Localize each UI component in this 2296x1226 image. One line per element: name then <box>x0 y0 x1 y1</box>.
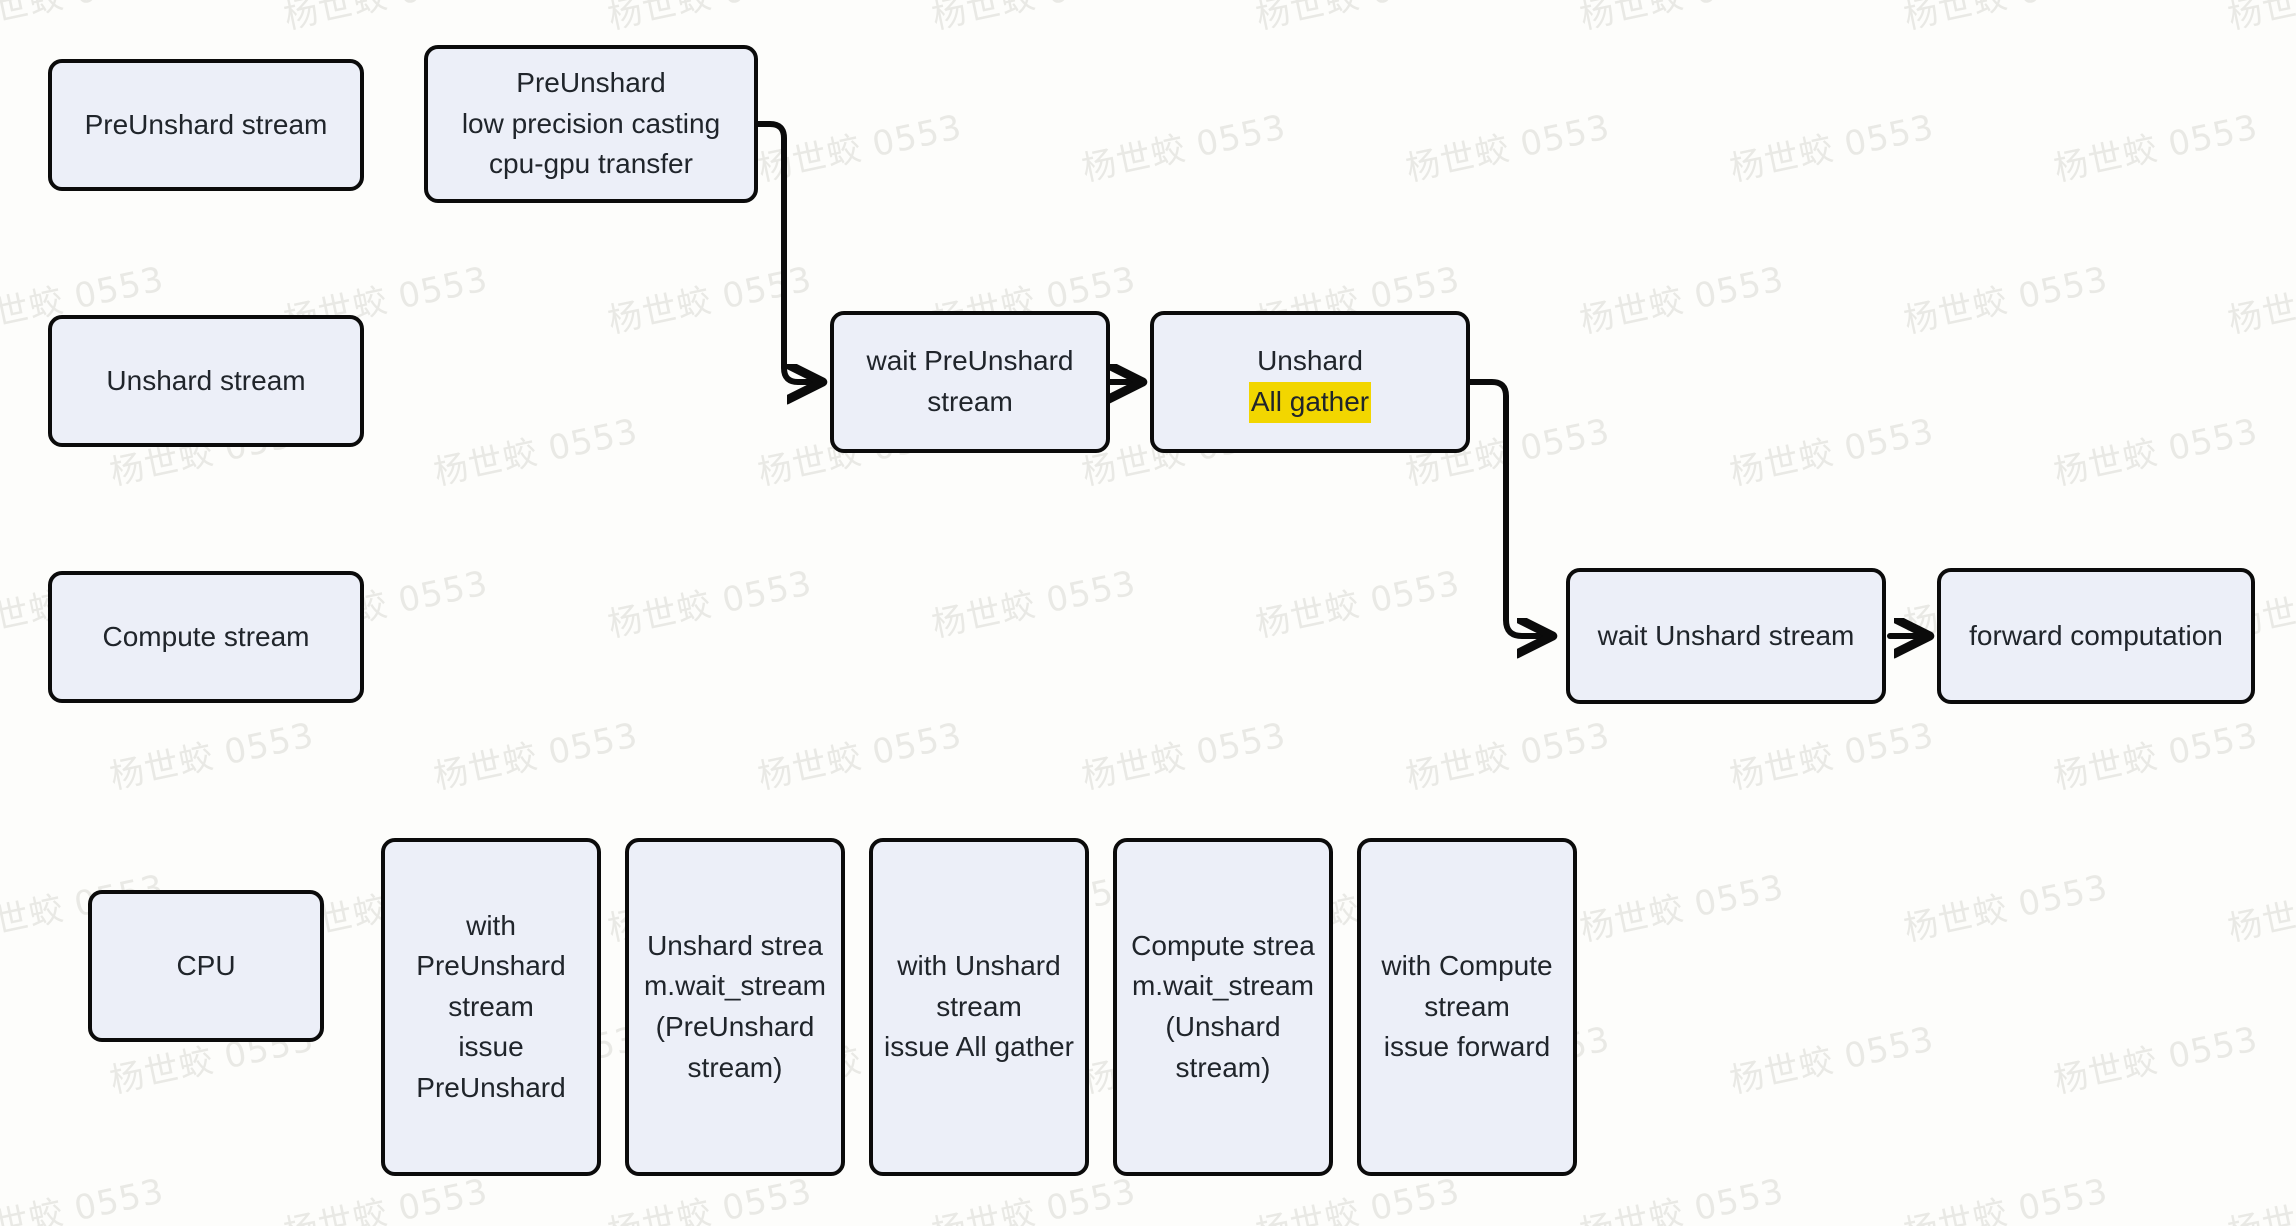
edge-preunshard-to-wait <box>755 121 818 382</box>
node-wait-unshard-stream[interactable]: wait Unshard stream <box>1566 568 1886 704</box>
watermark-text: 杨世蛟 0553 <box>603 0 816 38</box>
watermark-text: 杨世蛟 0553 <box>754 715 966 798</box>
watermark-text: 杨世蛟 0553 <box>2050 1019 2262 1102</box>
node-cpu-step-3[interactable]: with Unshard stream issue All gather <box>869 838 1089 1176</box>
watermark-text: 杨世蛟 0553 <box>2224 867 2296 950</box>
node-text: wait PreUnshard stream <box>844 341 1096 422</box>
watermark-text: 杨世蛟 0553 <box>1900 867 2112 950</box>
node-forward-computation[interactable]: forward computation <box>1937 568 2255 704</box>
watermark-text: 杨世蛟 0553 <box>927 0 1140 38</box>
node-text: with PreUnshard stream issue PreUnshard <box>395 906 587 1109</box>
node-line-2: PreUnshard <box>416 950 566 982</box>
edge-unshard-to-waitunshard <box>1467 379 1548 636</box>
node-unshard-all-gather[interactable]: Unshard All gather <box>1150 311 1470 453</box>
node-line-1: Compute strea <box>1131 929 1315 961</box>
watermark-text: 杨世蛟 0553 <box>1402 715 1614 798</box>
watermark-text: 杨世蛟 0553 <box>1899 0 2112 38</box>
node-line-1: with Unshard <box>897 950 1061 982</box>
watermark-text: 杨世蛟 0553 <box>1402 107 1614 190</box>
node-line-2: stream <box>1424 990 1510 1022</box>
node-line-2: m.wait_stream <box>643 970 827 1002</box>
watermark-text: 杨世蛟 0553 <box>279 0 492 38</box>
watermark-text: 杨世蛟 0553 <box>1900 259 2112 342</box>
watermark-text: 杨世蛟 0553 <box>2050 715 2262 798</box>
watermark-text: 杨世蛟 0553 <box>1576 259 1788 342</box>
watermark-text: 杨世蛟 0553 <box>1078 107 1290 190</box>
watermark-text: 杨世蛟 0553 <box>106 715 318 798</box>
node-line-3: (Unshard <box>1165 1011 1281 1042</box>
watermark-text: 杨世蛟 0553 <box>1078 715 1290 798</box>
watermark-text: 杨世蛟 0553 <box>928 563 1140 646</box>
all-gather-highlight: All gather <box>1248 382 1372 423</box>
node-cpu-step-2[interactable]: Unshard strea m.wait_stream (PreUnshard … <box>625 838 845 1176</box>
node-line-5: PreUnshard <box>416 1071 566 1103</box>
node-line-2: stream <box>927 386 1013 417</box>
node-line-1: PreUnshard <box>516 67 666 99</box>
node-preunshard-task[interactable]: PreUnshard low precision casting cpu-gpu… <box>424 45 758 203</box>
watermark-text: 杨世蛟 0553 <box>604 259 816 342</box>
node-line-3: issue All gather <box>884 1031 1074 1063</box>
watermark-text: 杨世蛟 0553 <box>2050 107 2262 190</box>
node-text: forward computation <box>1969 619 2223 651</box>
node-line-2: stream <box>936 990 1022 1022</box>
watermark-text: 杨世蛟 0553 <box>1252 563 1464 646</box>
watermark-text: 杨世蛟 0553 <box>430 411 642 494</box>
node-line-4: stream) <box>687 1051 783 1083</box>
lane-label-unshard-stream[interactable]: Unshard stream <box>48 315 364 447</box>
node-line-1: with <box>466 909 516 941</box>
watermark-text: 杨世蛟 0553 <box>1726 1019 1938 1102</box>
node-text: PreUnshard low precision casting cpu-gpu… <box>438 63 744 185</box>
node-line-3: stream <box>448 990 534 1022</box>
node-line-3: cpu-gpu transfer <box>489 148 693 180</box>
lane-label-text: PreUnshard stream <box>84 108 328 140</box>
node-cpu-step-4[interactable]: Compute strea m.wait_stream (Unshard str… <box>1113 838 1333 1176</box>
watermark-text: 杨世蛟 0553 <box>2223 0 2296 38</box>
watermark-text: 杨世蛟 0553 <box>1900 1171 2112 1226</box>
node-line-2: m.wait_stream <box>1131 970 1315 1002</box>
lane-label-preunshard-stream[interactable]: PreUnshard stream <box>48 59 364 191</box>
watermark-text: 杨世蛟 0553 <box>1726 107 1938 190</box>
lane-label-cpu[interactable]: CPU <box>88 890 324 1042</box>
watermark-text: 杨世蛟 0553 <box>1726 715 1938 798</box>
node-text: Compute strea m.wait_stream (Unshard str… <box>1127 926 1319 1088</box>
watermark-text: 杨世蛟 0553 <box>604 563 816 646</box>
node-line-2: low precision casting <box>461 107 721 139</box>
watermark-text: 杨世蛟 0553 <box>0 0 168 38</box>
node-text: Unshard All gather <box>1164 341 1456 423</box>
watermark-text: 杨世蛟 0553 <box>1251 0 1464 38</box>
watermark-text: 杨世蛟 0553 <box>2050 411 2262 494</box>
node-line-1: Unshard <box>1257 345 1363 377</box>
node-text: Unshard strea m.wait_stream (PreUnshard … <box>639 926 831 1088</box>
watermark-text: 杨世蛟 0553 <box>2224 259 2296 342</box>
watermark-text: 杨世蛟 0553 <box>1575 0 1788 38</box>
lane-label-text: Unshard stream <box>106 364 306 396</box>
node-line-1: wait PreUnshard <box>866 345 1074 377</box>
lane-label-text: CPU <box>176 949 236 981</box>
watermark-text: 杨世蛟 0553 <box>1576 1171 1788 1226</box>
node-line-4: issue <box>458 1031 524 1063</box>
watermark-text: 杨世蛟 0553 <box>1576 867 1788 950</box>
node-line-4: stream) <box>1175 1051 1271 1083</box>
node-cpu-step-5[interactable]: with Compute stream issue forward <box>1357 838 1577 1176</box>
watermark-text: 杨世蛟 0553 <box>2224 1171 2296 1226</box>
lane-label-text: Compute stream <box>102 620 310 652</box>
node-wait-preunshard-stream[interactable]: wait PreUnshard stream <box>830 311 1110 453</box>
watermark-text: 杨世蛟 0553 <box>430 715 642 798</box>
lane-label-compute-stream[interactable]: Compute stream <box>48 571 364 703</box>
watermark-text: 杨世蛟 0553 <box>0 1171 168 1226</box>
node-line-3: issue forward <box>1383 1031 1551 1063</box>
watermark-text: 杨世蛟 0553 <box>1726 411 1938 494</box>
node-text: wait Unshard stream <box>1597 619 1855 651</box>
node-text: with Unshard stream issue All gather <box>883 946 1075 1068</box>
node-line-2: All gather <box>1164 382 1456 423</box>
node-line-3: (PreUnshard <box>655 1011 815 1042</box>
node-text: with Compute stream issue forward <box>1371 946 1563 1068</box>
node-line-1: Unshard strea <box>647 929 823 961</box>
node-line-1: with Compute <box>1381 950 1553 982</box>
node-cpu-step-1[interactable]: with PreUnshard stream issue PreUnshard <box>381 838 601 1176</box>
watermark-text: 杨世蛟 0553 <box>754 107 966 190</box>
